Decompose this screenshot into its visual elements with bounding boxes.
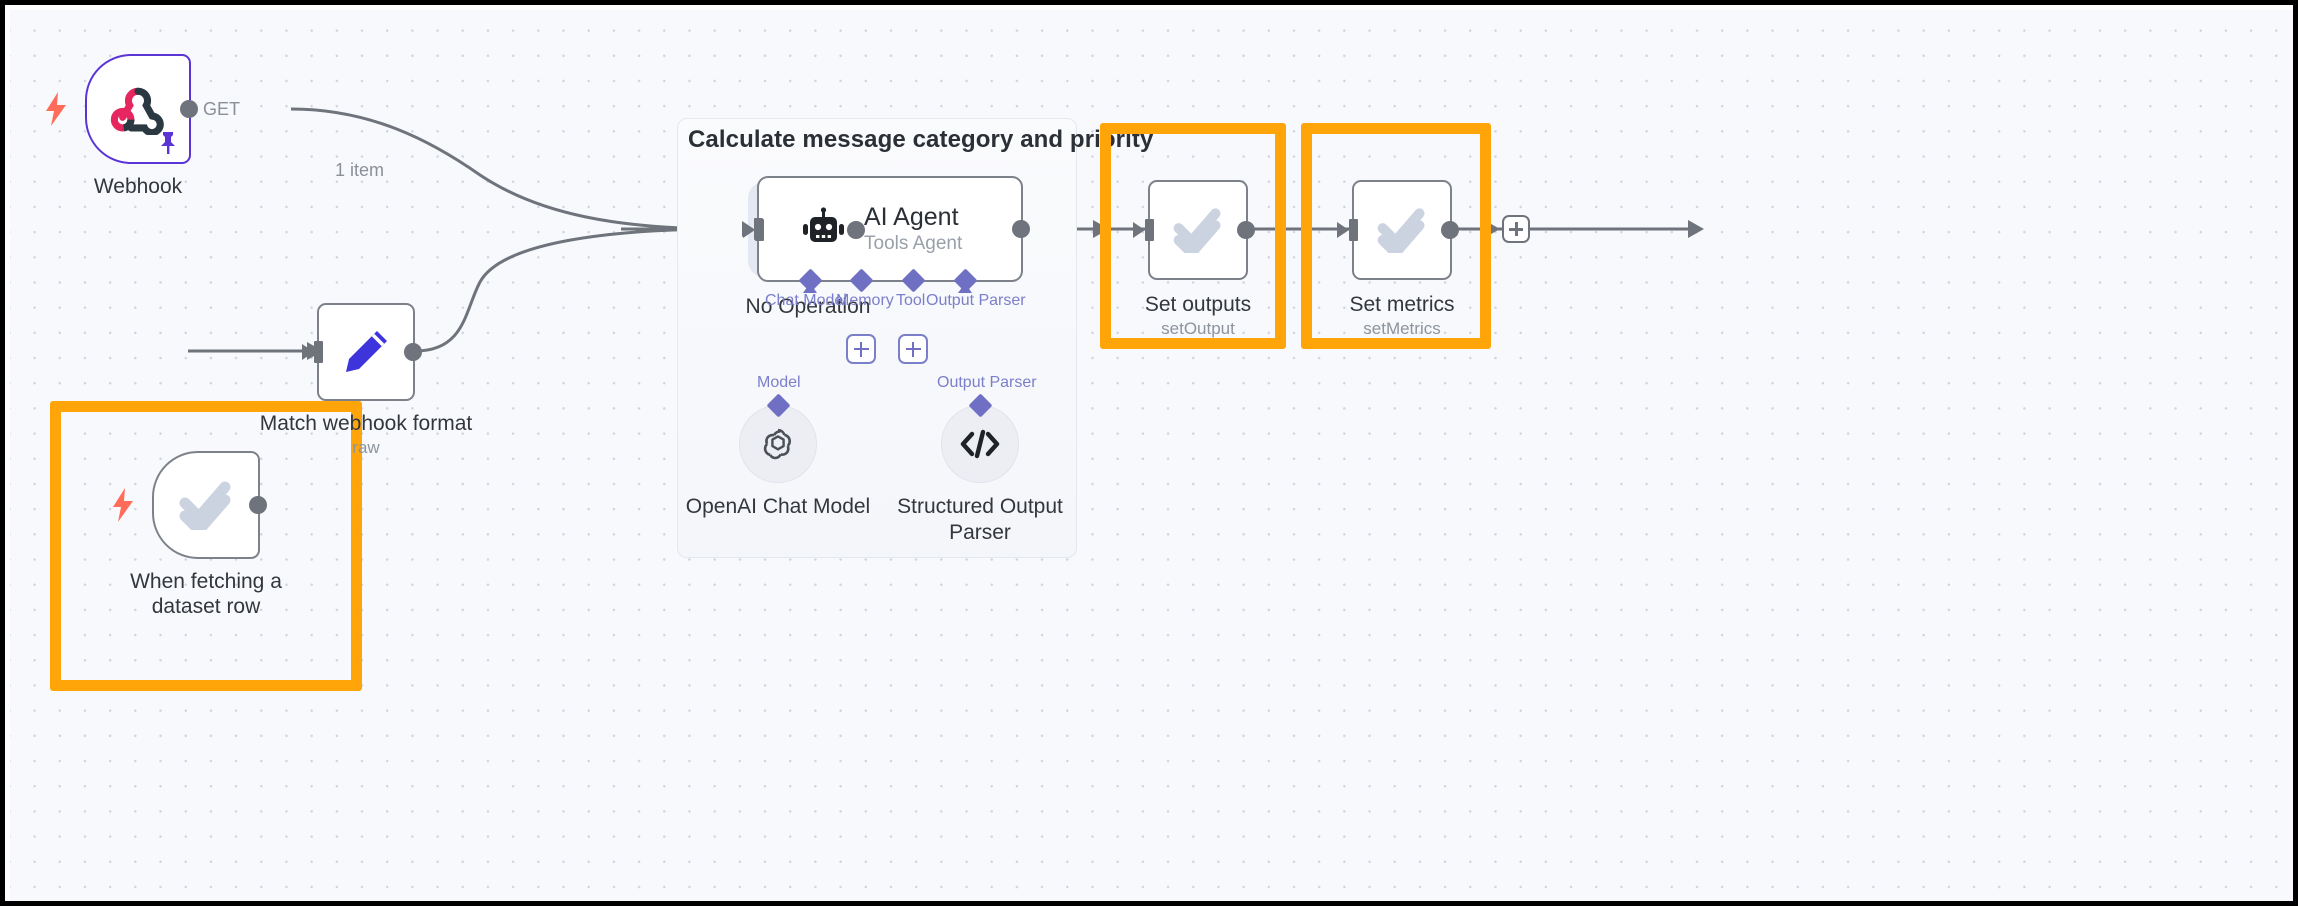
arrow-head-set-metrics bbox=[1688, 220, 1704, 238]
sub-edge-label-output-parser: Output Parser bbox=[937, 374, 1037, 391]
node-ai-agent[interactable]: AI Agent Tools Agent bbox=[754, 176, 1030, 282]
node-set-metrics-subtitle: setMetrics bbox=[1363, 319, 1441, 338]
node-webhook-body[interactable] bbox=[85, 54, 198, 164]
output-port[interactable] bbox=[404, 343, 422, 361]
highlight-set-outputs bbox=[1100, 123, 1286, 349]
node-set-outputs-label: Set outputs bbox=[1144, 293, 1252, 316]
input-port[interactable] bbox=[314, 341, 323, 363]
node-group-title: Calculate message category and priority bbox=[688, 126, 1154, 153]
output-port[interactable] bbox=[847, 221, 865, 239]
port-chat-model-arrow bbox=[803, 283, 817, 293]
node-webhook-label: Webhook bbox=[93, 175, 183, 198]
add-tool-button[interactable] bbox=[898, 334, 928, 364]
node-when-fetching-dataset-row-label: When fetching a dataset row bbox=[130, 570, 282, 618]
input-port[interactable] bbox=[754, 218, 763, 240]
plus-bar-vertical bbox=[911, 341, 915, 357]
node-structured-output-parser[interactable]: Structured Output Parser bbox=[897, 405, 1063, 544]
node-openai-chat-model-label: OpenAI Chat Model bbox=[685, 495, 871, 518]
output-port[interactable] bbox=[1441, 221, 1459, 239]
output-port[interactable] bbox=[1237, 221, 1255, 239]
trigger-bolt-icon bbox=[43, 92, 69, 126]
output-port[interactable] bbox=[180, 100, 198, 118]
node-ai-agent-subtitle: Tools Agent bbox=[864, 233, 963, 254]
sub-edge-label-model: Model bbox=[757, 374, 801, 391]
port-output-parser-label: Output Parser bbox=[926, 292, 1026, 309]
node-ai-agent-text: AI Agent Tools Agent bbox=[864, 202, 962, 256]
evaluation-check-icon bbox=[179, 481, 231, 530]
evaluation-check-icon bbox=[1173, 208, 1221, 253]
node-set-outputs[interactable]: Set outputs setOutput bbox=[1145, 180, 1255, 338]
evaluation-check-icon bbox=[1377, 208, 1425, 253]
node-set-metrics[interactable]: Set metrics setMetrics bbox=[1349, 180, 1459, 338]
edge-match-format-to-no-operation bbox=[414, 227, 729, 353]
node-no-operation-label: No Operation bbox=[745, 295, 871, 318]
output-port[interactable] bbox=[249, 496, 267, 514]
edge-webhook-to-no-operation bbox=[290, 107, 729, 231]
node-match-webhook-format-label: Match webhook format bbox=[259, 412, 473, 435]
webhook-icon bbox=[110, 87, 164, 135]
port-tool-label: Tool bbox=[896, 292, 926, 309]
input-port[interactable] bbox=[1349, 219, 1358, 241]
code-brackets-icon bbox=[960, 429, 1000, 459]
openai-logo-icon bbox=[763, 428, 791, 460]
node-set-outputs-subtitle: setOutput bbox=[1161, 319, 1235, 338]
port-output-parser-arrow bbox=[958, 283, 972, 293]
highlight-dataset-trigger bbox=[50, 401, 362, 691]
port-memory-label: Memory bbox=[836, 292, 894, 309]
nodes-layer: Webhook When fetching a dataset bbox=[10, 10, 2293, 901]
node-match-webhook-format[interactable]: Match webhook format raw bbox=[260, 303, 472, 457]
workflow-canvas[interactable]: Calculate message category and priority bbox=[10, 10, 2293, 901]
output-port[interactable] bbox=[1012, 220, 1030, 238]
robot-icon bbox=[803, 206, 844, 242]
edge-label-webhook-method: GET bbox=[200, 99, 244, 119]
node-set-metrics-label: Set metrics bbox=[1349, 293, 1455, 316]
node-match-webhook-format-subtitle: raw bbox=[352, 438, 380, 457]
node-set-outputs-body[interactable] bbox=[1145, 180, 1255, 280]
plus-bar-vertical bbox=[1515, 222, 1518, 236]
highlight-set-metrics bbox=[1301, 123, 1491, 349]
node-openai-chat-model[interactable]: OpenAI Chat Model bbox=[686, 405, 870, 518]
pin-icon bbox=[157, 130, 179, 156]
node-structured-output-parser-label: Structured Output Parser bbox=[897, 495, 1063, 544]
node-set-metrics-body[interactable] bbox=[1349, 180, 1459, 280]
input-port[interactable] bbox=[1145, 219, 1154, 241]
edit-pencil-icon bbox=[346, 331, 387, 372]
add-next-node-button[interactable] bbox=[1502, 215, 1530, 243]
plus-bar-vertical bbox=[859, 341, 863, 357]
node-match-webhook-format-body[interactable] bbox=[314, 303, 422, 401]
node-when-fetching-dataset-row-body[interactable] bbox=[152, 451, 267, 559]
node-ai-agent-label: AI Agent bbox=[864, 203, 959, 231]
node-webhook[interactable]: Webhook bbox=[46, 54, 198, 198]
edge-label-webhook-items: 1 item bbox=[332, 160, 388, 180]
add-memory-button[interactable] bbox=[846, 334, 876, 364]
port-chat-model-label: Chat Model bbox=[765, 292, 847, 309]
trigger-bolt-icon bbox=[110, 488, 136, 522]
node-when-fetching-dataset-row[interactable]: When fetching a dataset row bbox=[113, 451, 282, 618]
